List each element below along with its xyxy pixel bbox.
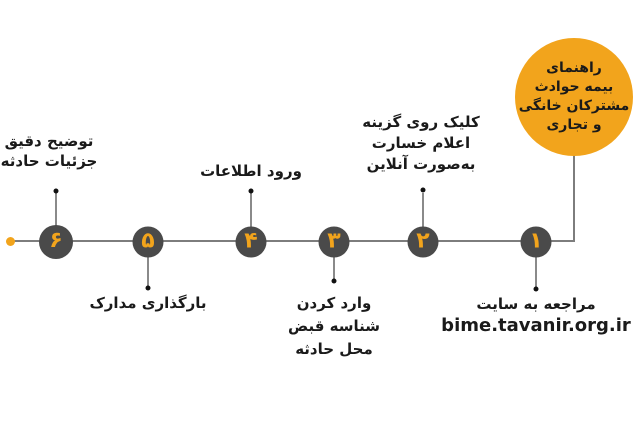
step-circle-5: ۵ xyxy=(132,226,164,258)
step-label-line: به‌صورت آنلاین xyxy=(366,155,476,173)
step-label-line: شناسه قبض xyxy=(288,317,380,335)
step-label-line: اعلام خسارت xyxy=(371,134,471,152)
badge-connector-line xyxy=(573,150,575,242)
step-number-2: ۲ xyxy=(416,228,430,253)
step-connector-1 xyxy=(535,257,537,288)
title-line: مشترکان خانگی xyxy=(518,98,630,114)
title-badge: راهنمای بیمه حوادث مشترکان خانگی و تجاری xyxy=(515,38,633,156)
website-url: bime.tavanir.org.ir xyxy=(441,315,631,336)
step-label-line: مراجعه به سایت xyxy=(476,295,596,313)
step-number-5: ۵ xyxy=(141,228,155,253)
step-number-3: ۳ xyxy=(327,228,341,253)
step-label-2: کلیک روی گزینه اعلام خسارت به‌صورت آنلای… xyxy=(362,112,479,175)
step-label-6: توضیح دقیق جزئیات حادثه xyxy=(1,131,98,171)
step-label-line: محل حادثه xyxy=(295,340,373,358)
timeline-start-dot xyxy=(6,237,15,246)
step-label-3: وارد کردن شناسه قبض محل حادثه xyxy=(288,292,380,361)
step-connector-3 xyxy=(333,257,335,281)
label-dot-3 xyxy=(331,278,337,284)
label-dot-2 xyxy=(420,187,426,193)
step-label-line: جزئیات حادثه xyxy=(0,152,98,170)
step-number-6: ۶ xyxy=(49,228,63,253)
step-label-line: بارگذاری مدارک xyxy=(89,294,207,312)
step-circle-3: ۳ xyxy=(318,226,350,258)
step-label-1: مراجعه به سایت bime.tavanir.org.ir xyxy=(441,294,631,338)
step-circle-2: ۲ xyxy=(407,226,439,258)
step-number-4: ۴ xyxy=(244,228,258,253)
step-connector-6 xyxy=(55,193,57,227)
step-label-line: وارد کردن xyxy=(296,294,372,312)
step-circle-4: ۴ xyxy=(235,226,267,258)
step-connector-4 xyxy=(250,193,252,227)
step-circle-6: ۶ xyxy=(39,225,73,259)
title-line: بیمه حوادث xyxy=(534,79,614,95)
step-number-1: ۱ xyxy=(529,228,543,253)
title-line: راهنمای xyxy=(546,60,602,76)
step-label-line: ورود اطلاعات xyxy=(200,162,302,180)
title-line: و تجاری xyxy=(546,117,602,133)
label-dot-1 xyxy=(533,286,539,292)
step-label-line: کلیک روی گزینه xyxy=(362,113,480,131)
step-connector-5 xyxy=(147,257,149,287)
step-connector-2 xyxy=(422,193,424,227)
label-dot-6 xyxy=(53,188,59,194)
step-circle-1: ۱ xyxy=(520,226,552,258)
step-label-5: بارگذاری مدارک xyxy=(89,293,206,313)
label-dot-5 xyxy=(145,285,151,291)
step-label-4: ورود اطلاعات xyxy=(200,161,302,181)
timeline-line xyxy=(10,240,575,242)
label-dot-4 xyxy=(248,188,254,194)
step-label-line: توضیح دقیق xyxy=(4,132,94,150)
